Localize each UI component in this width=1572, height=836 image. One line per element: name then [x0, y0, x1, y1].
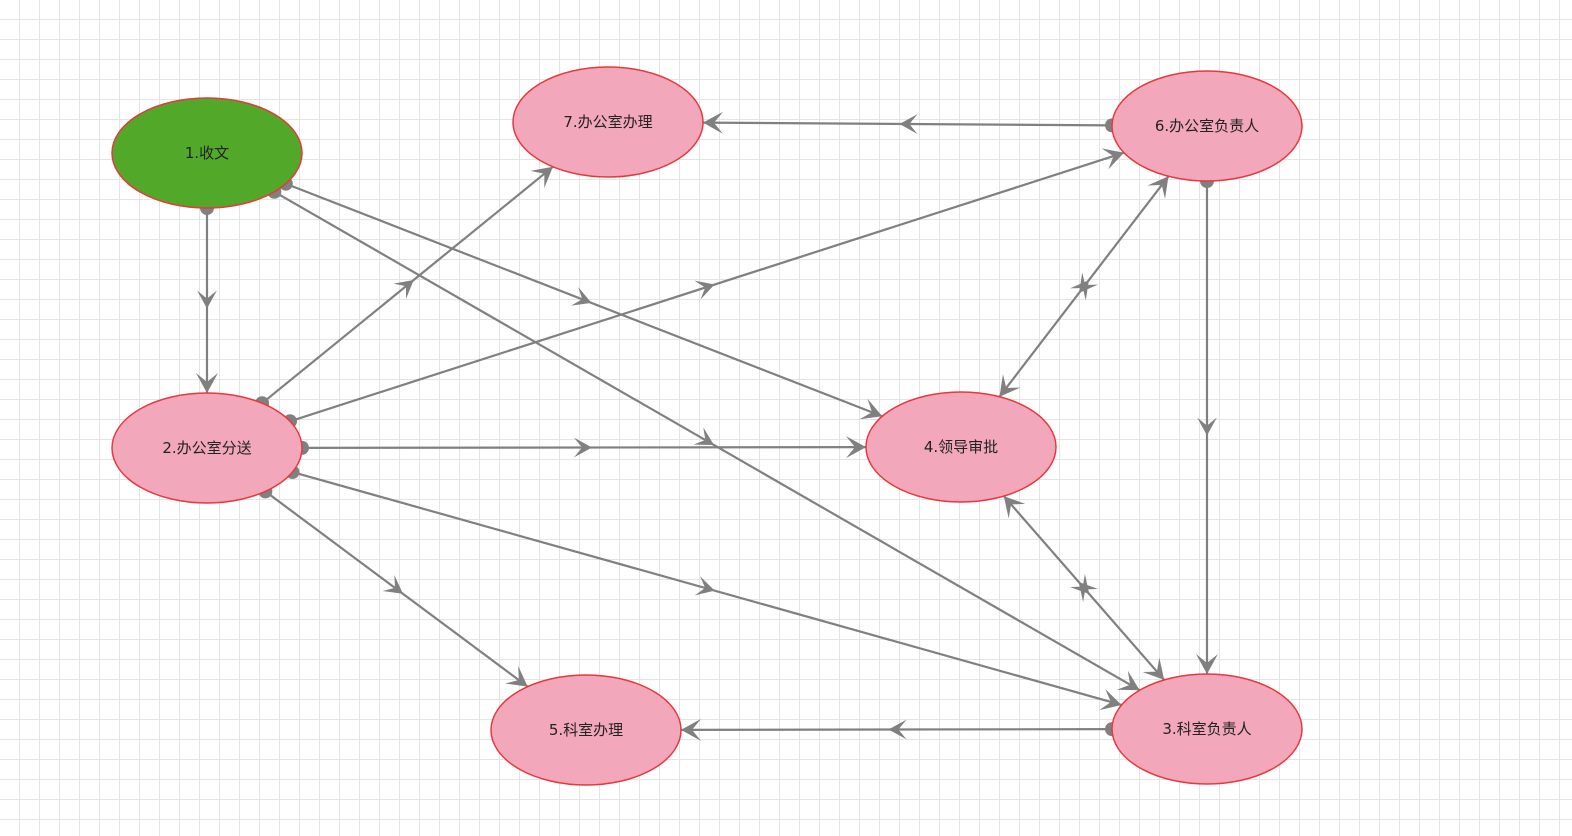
node-n1-shape[interactable] [111, 97, 303, 209]
node-n6-label: 6.办公室负责人 [1155, 117, 1259, 135]
edge-arrowhead [1101, 148, 1124, 170]
edge-n3-to-n5[interactable] [680, 718, 1120, 741]
node-n1[interactable]: 1.收文 [111, 97, 303, 209]
edge-n6-to-n7[interactable] [702, 111, 1120, 134]
edge-reverse-mid-arrow [1078, 581, 1099, 603]
edge-mid-arrow [694, 280, 715, 300]
edge-mid-arrow [573, 437, 592, 458]
node-n5-shape[interactable] [490, 674, 682, 786]
edge-arrowhead [845, 436, 867, 459]
edge-mid-arrow [382, 575, 403, 594]
edge-arrowhead [505, 665, 528, 687]
edge-n6-to-n4[interactable] [998, 175, 1170, 398]
edge-mid-arrow [899, 114, 918, 134]
edge-arrowhead [859, 398, 883, 420]
edge-arrowhead [702, 111, 724, 134]
edge-n4-to-n3[interactable] [1002, 495, 1166, 681]
edge-n2-to-n5[interactable] [258, 484, 529, 688]
node-n5[interactable]: 5.科室办理 [490, 674, 682, 786]
node-n2-label: 2.办公室分送 [162, 439, 251, 457]
edge-mid-arrow [393, 279, 414, 299]
edges-layer [196, 111, 1218, 741]
edge-reverse-arrowhead [1003, 496, 1026, 519]
node-n3-label: 3.科室负责人 [1162, 720, 1251, 738]
edge-arrowhead [196, 373, 218, 393]
node-n6-shape[interactable] [1111, 70, 1303, 182]
edge-mid-arrow [197, 290, 217, 309]
edge-reverse-arrowhead [1147, 176, 1169, 199]
node-n4-label: 4.领导审批 [924, 438, 998, 456]
node-n3[interactable]: 3.科室负责人 [1111, 673, 1303, 785]
edge-arrowhead [1142, 657, 1165, 680]
nodes-layer: 1.收文 2.办公室分送 3.科室负责人 4.领导审批 5.科室办理 6.办公室… [111, 66, 1303, 786]
node-n2-shape[interactable] [111, 392, 303, 504]
edge-n2-to-n3[interactable] [285, 465, 1122, 711]
edge-mid-arrow [571, 287, 592, 306]
node-n6[interactable]: 6.办公室负责人 [1111, 70, 1303, 182]
edge-arrowhead [1196, 654, 1218, 674]
edge-arrowhead [530, 166, 553, 188]
node-n1-label: 1.收文 [185, 144, 229, 162]
node-n5-label: 5.科室办理 [549, 721, 623, 739]
edge-n2-to-n7[interactable] [255, 165, 554, 411]
edge-n2-to-n4[interactable] [294, 436, 867, 459]
edge-arrowhead [1099, 688, 1122, 711]
edge-arrowhead [999, 374, 1021, 397]
edge-mid-arrow [694, 576, 715, 596]
edge-n1-to-n2[interactable] [196, 201, 218, 393]
edge-mid-arrow [693, 427, 714, 445]
node-n3-shape[interactable] [1111, 673, 1303, 785]
node-n7-label: 7.办公室办理 [563, 113, 652, 131]
edge-mid-arrow [888, 719, 907, 740]
edge-reverse-mid-arrow [1070, 280, 1089, 301]
node-n2[interactable]: 2.办公室分送 [111, 392, 303, 504]
edge-arrowhead [1116, 670, 1140, 691]
edge-n6-to-n3[interactable] [1196, 174, 1218, 674]
edge-mid-arrow [1197, 417, 1217, 436]
node-n4-shape[interactable] [865, 391, 1057, 503]
edge-arrowhead [680, 718, 702, 741]
node-n7[interactable]: 7.办公室办理 [512, 66, 704, 178]
node-n4[interactable]: 4.领导审批 [865, 391, 1057, 503]
edge-n1-to-n4[interactable] [278, 176, 883, 420]
edge-mid-arrow [1079, 272, 1098, 293]
node-n7-shape[interactable] [512, 66, 704, 178]
